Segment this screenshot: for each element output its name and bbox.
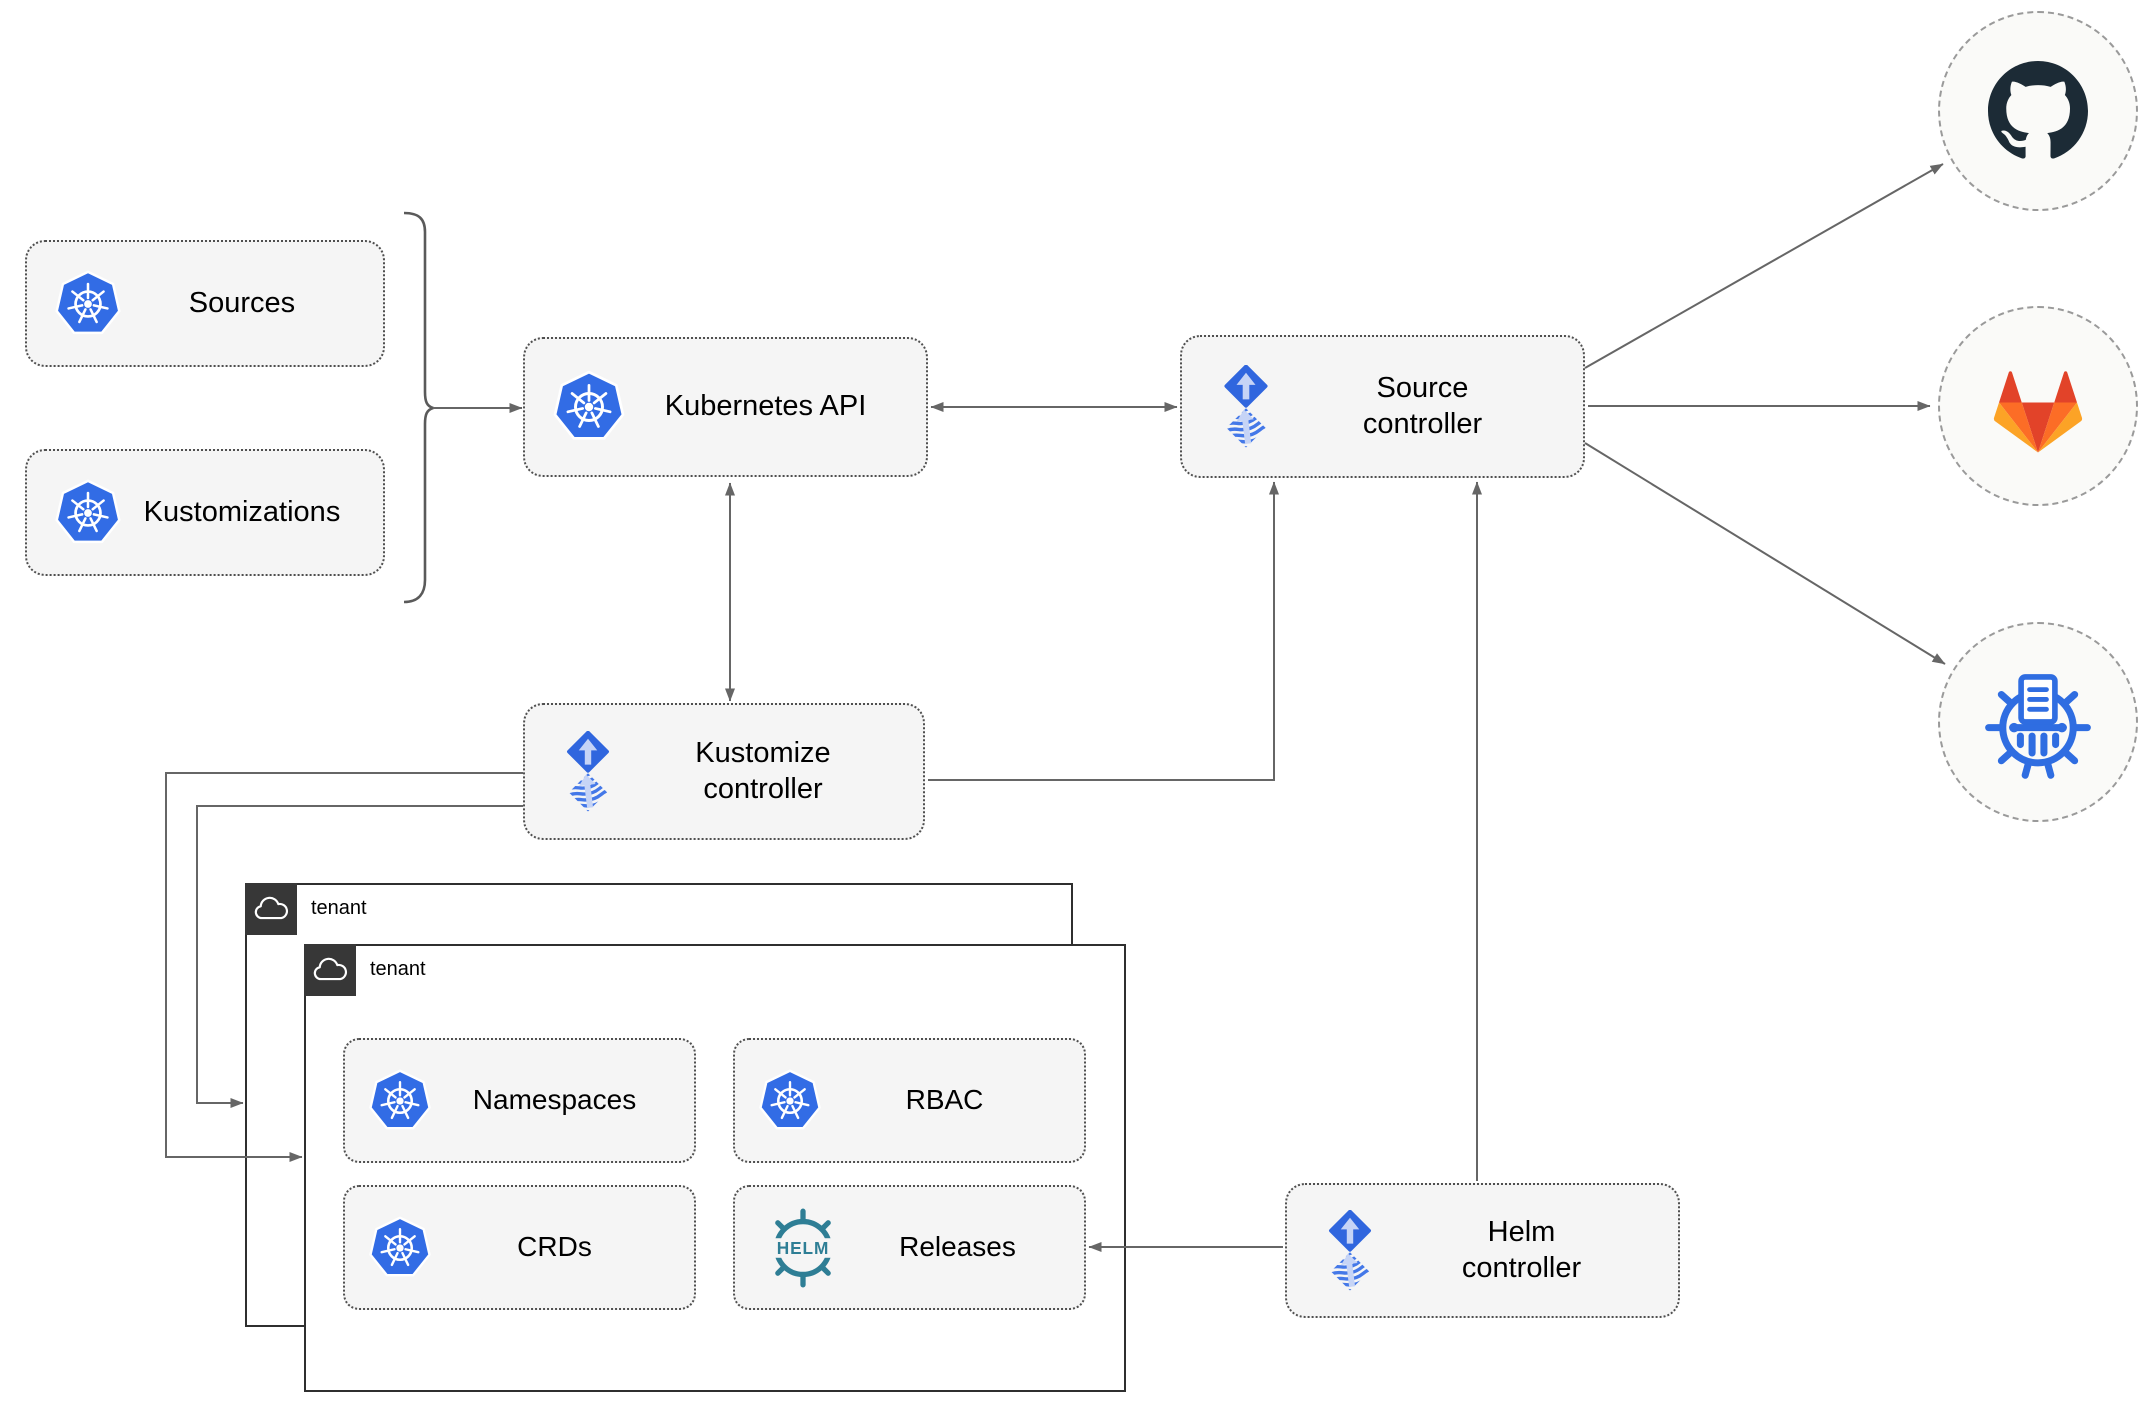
node-label: Kustomize controller (695, 736, 831, 805)
node-kubernetes-api: Kubernetes API (523, 337, 928, 477)
remote-gitlab (1938, 306, 2138, 506)
item-releases: HELM Releases (733, 1185, 1086, 1310)
node-source-controller: Source controller (1180, 335, 1585, 478)
remote-chartmuseum (1938, 622, 2138, 822)
item-rbac: RBAC (733, 1038, 1086, 1163)
kubernetes-icon (55, 479, 121, 543)
node-label: Helm controller (1461, 1215, 1582, 1284)
flux-icon (551, 731, 625, 813)
connector-kustomize-to-source-controller (928, 481, 1279, 781)
connector-source-to-chartmuseum (1584, 442, 1946, 665)
tenant-box-front: tenant (304, 944, 1126, 1392)
tenant-label: tenant (311, 897, 367, 919)
helm-logo-text: HELM (777, 1237, 830, 1257)
node-label: Kubernetes API (664, 390, 867, 423)
item-label: Namespaces (472, 1084, 637, 1116)
item-label: CRDs (517, 1231, 592, 1263)
cloud-icon (313, 957, 348, 980)
remote-github (1938, 11, 2138, 211)
kubernetes-icon (369, 1068, 431, 1130)
flux-icon (1313, 1210, 1387, 1292)
item-crds: CRDs (343, 1185, 696, 1310)
tenant-label: tenant (370, 958, 426, 980)
flux-icon (1208, 365, 1284, 449)
bracket-sources-group (403, 211, 438, 604)
gitlab-icon (1993, 370, 2083, 452)
node-label: Sources (188, 286, 296, 319)
cloud-icon (254, 896, 289, 919)
connector-source-to-github (1584, 163, 1944, 369)
node-kustomizations: Kustomizations (25, 449, 385, 576)
kubernetes-icon (369, 1215, 431, 1277)
node-label: Source controller (1362, 371, 1483, 440)
helm-icon: HELM (765, 1208, 841, 1287)
kubernetes-icon (55, 270, 121, 334)
node-helm-controller: Helm controller (1285, 1183, 1680, 1318)
item-namespaces: Namespaces (343, 1038, 696, 1163)
item-label: RBAC (905, 1084, 984, 1116)
item-label: Releases (899, 1231, 1016, 1263)
node-kustomize-controller: Kustomize controller (523, 703, 925, 840)
github-icon (1988, 61, 2088, 159)
tenant-header (304, 944, 356, 996)
kubernetes-icon (759, 1068, 821, 1130)
node-label: Kustomizations (143, 495, 341, 528)
kubernetes-icon (553, 370, 625, 440)
node-sources: Sources (25, 240, 385, 367)
tenant-header (245, 883, 297, 935)
chartmuseum-icon (1985, 674, 2091, 779)
